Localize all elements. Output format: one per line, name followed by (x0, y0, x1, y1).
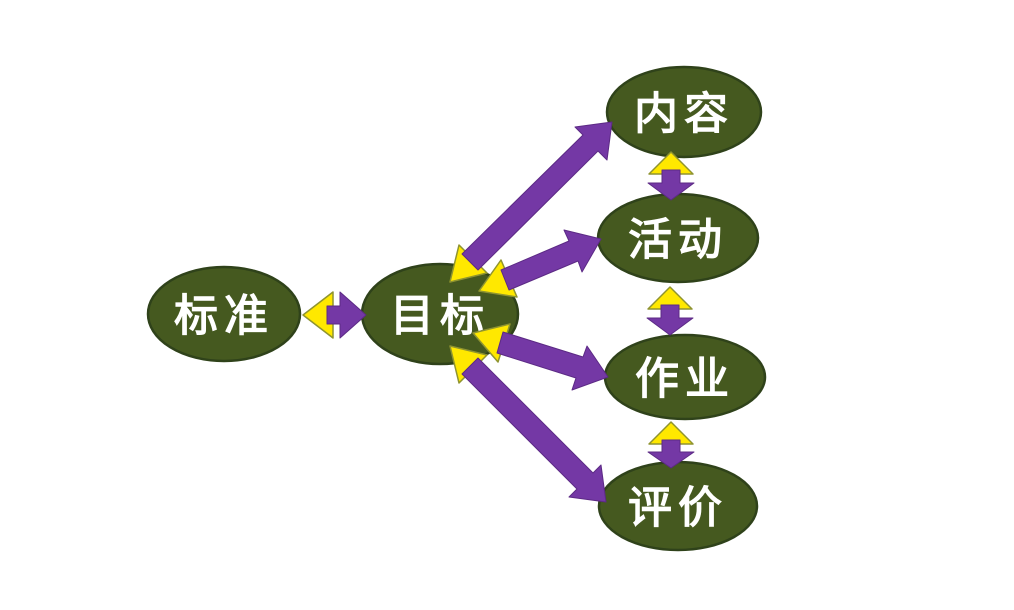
purple-arrow-toward-neirong (461, 121, 613, 271)
purple-arrow-toward-zuoye (646, 304, 694, 336)
node-huodong: 活动 (596, 192, 760, 284)
purple-arrow-toward-huodong (500, 229, 602, 291)
edge-biaozhun-mubiao (302, 291, 367, 339)
node-mubiao-label: 目标 (390, 291, 490, 342)
edge-huodong-zuoye (646, 286, 694, 336)
edge-neirong-huodong (647, 151, 695, 201)
edge-mubiao-neirong (449, 121, 613, 283)
edge-zuoye-pingjia (647, 421, 695, 469)
node-biaozhun-label: 标准 (174, 291, 274, 342)
edge-mubiao-pingjia (449, 345, 607, 503)
node-pingjia-label: 评价 (628, 483, 728, 534)
node-huodong-label: 活动 (628, 215, 728, 266)
node-neirong-ellipse (605, 65, 763, 159)
node-biaozhun-ellipse (146, 265, 302, 363)
node-zuoye-label: 作业 (635, 354, 735, 405)
node-neirong-label: 内容 (634, 89, 734, 140)
purple-arrow-toward-pingjia (461, 357, 607, 503)
purple-arrow-toward-zuoye (496, 331, 609, 391)
node-zuoye: 作业 (603, 333, 767, 421)
node-biaozhun: 标准 (146, 265, 302, 363)
node-neirong: 内容 (605, 65, 763, 159)
purple-arrow-toward-huodong (647, 169, 695, 201)
edge-mubiao-huodong (478, 229, 602, 298)
node-pingjia: 评价 (597, 460, 759, 552)
purple-arrow-toward-mubiao (326, 291, 367, 339)
purple-arrow-toward-pingjia (647, 439, 695, 469)
edge-mubiao-zuoye (472, 323, 609, 391)
